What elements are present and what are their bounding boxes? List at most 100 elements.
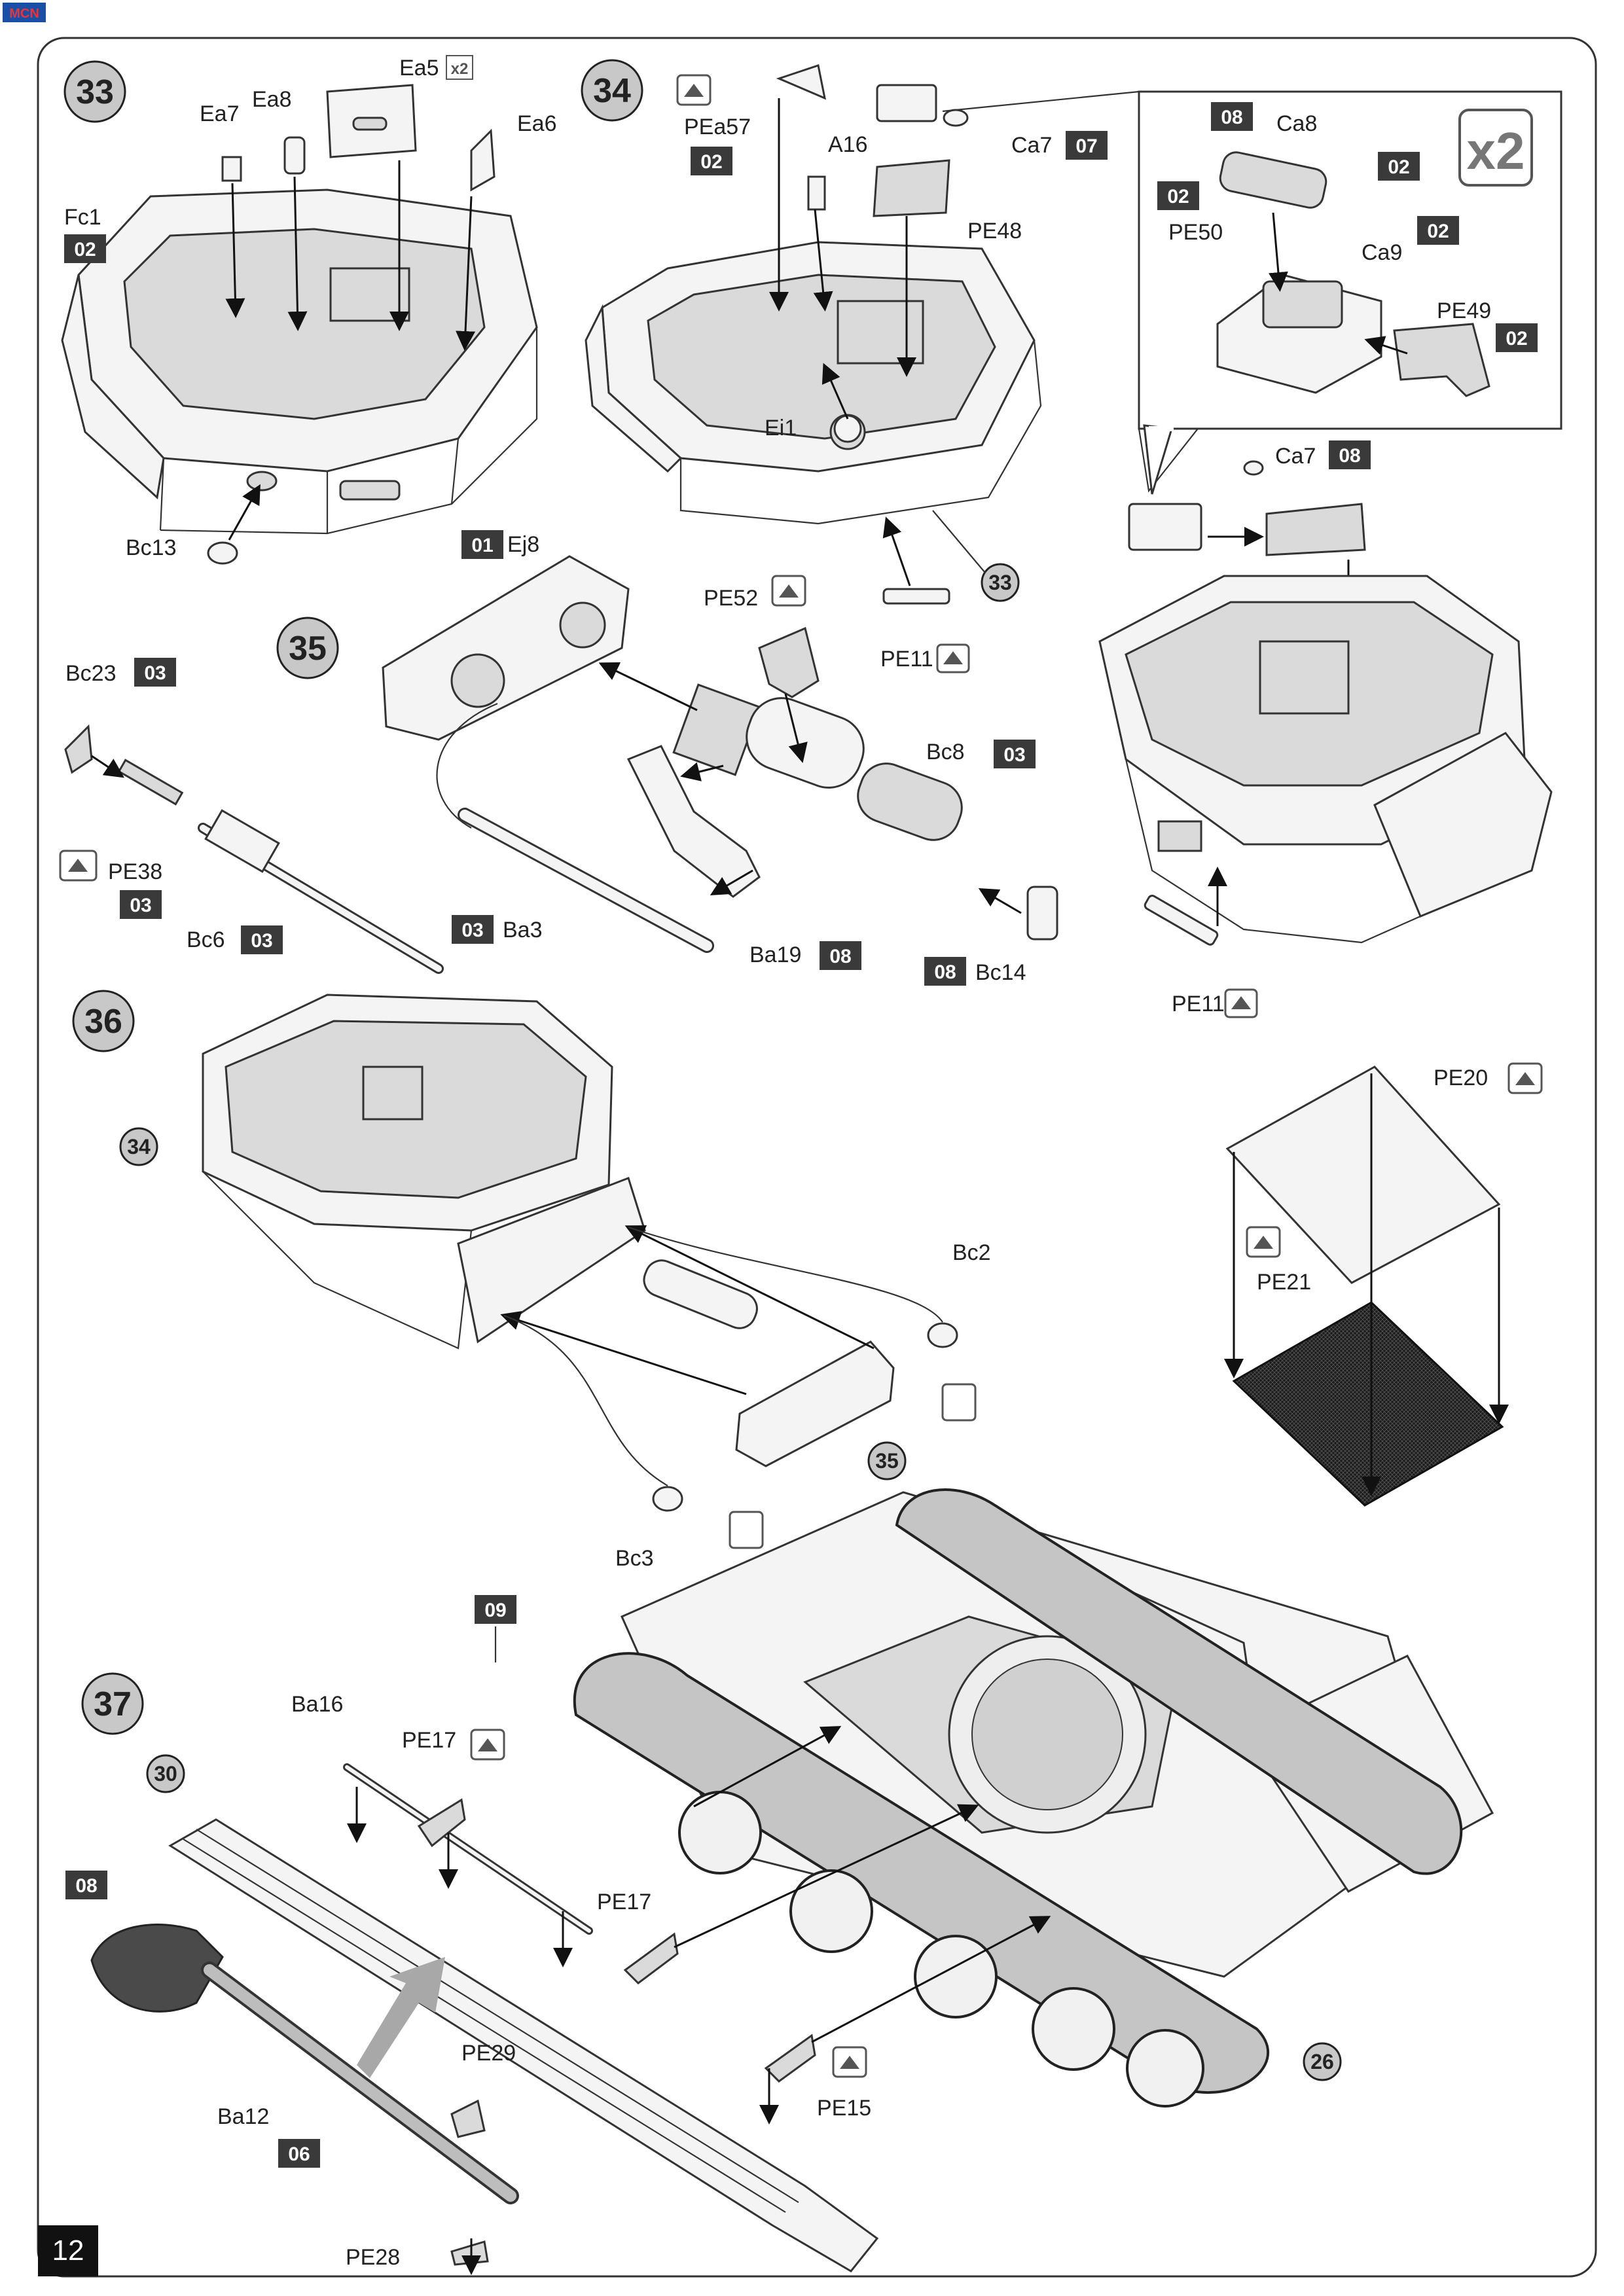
part-Bc14 bbox=[1026, 886, 1058, 941]
code-07-Ca7: 07 bbox=[1075, 135, 1097, 157]
step-35-number: 35 bbox=[289, 630, 327, 668]
mg-mount-assembly bbox=[643, 1259, 895, 1467]
part-A16 bbox=[807, 175, 826, 211]
part-PE11-lower bbox=[1144, 895, 1219, 946]
part-Bc6 bbox=[198, 809, 444, 974]
ref-35-label: 35 bbox=[875, 1449, 899, 1473]
part-Ej8 bbox=[382, 555, 630, 741]
turret-result-34: PE11 bbox=[1098, 575, 1553, 1018]
ref-35 bbox=[867, 1441, 907, 1480]
step-37-number: 37 bbox=[94, 1685, 132, 1723]
code-03-Bc6: 03 bbox=[251, 930, 272, 952]
label-Ca9: Ca9 bbox=[1362, 240, 1402, 265]
step-34: 34 PEa57 02 A16 Ca7 07 PE48 Ei1 bbox=[581, 59, 1108, 673]
label-Ba3: Ba3 bbox=[503, 918, 543, 942]
label-Bc6: Bc6 bbox=[187, 927, 225, 952]
label-PE28: PE28 bbox=[346, 2245, 400, 2270]
part-PE11-34 bbox=[882, 588, 950, 605]
part-PE21 bbox=[1232, 1301, 1504, 1507]
part-PE20 bbox=[1225, 1066, 1501, 1284]
code-02-Ca8: 02 bbox=[1388, 156, 1409, 178]
multiplier-x2-detail: x2 bbox=[1467, 122, 1525, 180]
code-08-shovel: 08 bbox=[75, 1875, 97, 1897]
svg-text:MCN: MCN bbox=[9, 7, 39, 21]
label-Bc13: Bc13 bbox=[126, 535, 177, 560]
label-PE21: PE21 bbox=[1257, 1270, 1311, 1295]
part-Ba12 bbox=[90, 1924, 519, 2204]
code-03-Bc23: 03 bbox=[144, 662, 166, 684]
step-36-badge bbox=[72, 990, 135, 1052]
label-PE20: PE20 bbox=[1434, 1066, 1488, 1090]
label-PE17b: PE17 bbox=[597, 1890, 651, 1914]
label-A16: A16 bbox=[828, 132, 868, 157]
label-Ba19: Ba19 bbox=[749, 942, 801, 967]
code-01-Ej8: 01 bbox=[471, 535, 493, 556]
step-33: 33 Ea5 x2 Ea7 Ea8 bbox=[61, 55, 557, 565]
step-33-badge bbox=[63, 60, 126, 123]
part-Bc23 bbox=[64, 724, 93, 774]
ca7-assembly: Ca7 08 bbox=[1128, 440, 1371, 691]
part-Ca7-lower bbox=[1128, 503, 1202, 551]
label-Bc8: Bc8 bbox=[926, 740, 965, 764]
turret-shell-33 bbox=[61, 188, 538, 535]
ref-30 bbox=[146, 1754, 185, 1793]
label-PE29: PE29 bbox=[461, 2041, 516, 2066]
part-Bc8 bbox=[672, 683, 963, 841]
part-PE52 bbox=[758, 626, 820, 698]
code-09: 09 bbox=[484, 1600, 506, 1621]
label-Ea7: Ea7 bbox=[200, 101, 240, 126]
label-Ba12: Ba12 bbox=[217, 2104, 269, 2129]
fender-30 bbox=[168, 1818, 879, 2272]
ref-26-label: 26 bbox=[1310, 2050, 1334, 2073]
page-number-box bbox=[38, 2225, 98, 2276]
detail-inset: x2 08 Ca8 02 02 PE50 02 Ca9 PE49 02 bbox=[942, 90, 1562, 495]
part-Bc13 bbox=[207, 541, 238, 565]
part-PE38 bbox=[117, 759, 184, 806]
turret-shell-34 bbox=[585, 241, 1042, 525]
code-03-Ba3: 03 bbox=[461, 920, 483, 941]
label-Fc1: Fc1 bbox=[64, 205, 101, 230]
step-34-badge bbox=[581, 59, 643, 122]
part-PE49 bbox=[1393, 323, 1490, 397]
label-PE52: PE52 bbox=[704, 586, 758, 611]
label-PE15: PE15 bbox=[817, 2096, 871, 2121]
page-frame bbox=[37, 37, 1597, 2278]
part-PE15 bbox=[764, 2034, 816, 2083]
publisher-logo: MCN bbox=[3, 3, 46, 22]
label-Ea5: Ea5 bbox=[399, 56, 439, 81]
part-Bc3 bbox=[652, 1486, 683, 1512]
part-PE17b bbox=[623, 1932, 679, 1984]
step-34-number: 34 bbox=[593, 72, 631, 110]
step-36-number: 36 bbox=[84, 1003, 122, 1041]
code-03-PE38: 03 bbox=[130, 895, 151, 916]
part-PE28 bbox=[450, 2240, 489, 2266]
label-Ej8: Ej8 bbox=[507, 532, 539, 557]
part-Ea7 bbox=[221, 156, 242, 182]
part-PE29 bbox=[450, 2099, 486, 2138]
multiplier-x2-33: x2 bbox=[451, 60, 469, 78]
label-Bc3: Bc3 bbox=[615, 1546, 654, 1571]
direction-arrow bbox=[357, 1957, 445, 2078]
label-PE50: PE50 bbox=[1168, 220, 1223, 245]
part-Ea6 bbox=[470, 128, 496, 192]
code-02-PE50: 02 bbox=[1167, 186, 1189, 207]
code-08-Ca7: 08 bbox=[1339, 445, 1360, 467]
ref-30-label: 30 bbox=[154, 1762, 177, 1785]
step-33-number: 33 bbox=[76, 73, 114, 111]
label-PEa57: PEa57 bbox=[684, 115, 751, 139]
part-Ca7-34 bbox=[876, 84, 937, 122]
page-number: 12 bbox=[52, 2234, 84, 2267]
part-PE48-lower bbox=[1265, 503, 1366, 556]
part-Ba16 bbox=[343, 1763, 593, 1935]
step-37-badge bbox=[81, 1672, 144, 1735]
ref-33 bbox=[981, 563, 1020, 602]
part-PE17a bbox=[417, 1798, 466, 1848]
label-Bc23: Bc23 bbox=[65, 661, 117, 686]
label-PE48: PE48 bbox=[967, 219, 1022, 243]
label-Ei1: Ei1 bbox=[765, 416, 797, 440]
code-02-PE49: 02 bbox=[1506, 328, 1527, 350]
label-Ca7-lower: Ca7 bbox=[1275, 444, 1316, 469]
label-Ca7: Ca7 bbox=[1011, 133, 1052, 158]
ref-34-label: 34 bbox=[127, 1135, 151, 1158]
label-Bc14: Bc14 bbox=[975, 960, 1026, 985]
